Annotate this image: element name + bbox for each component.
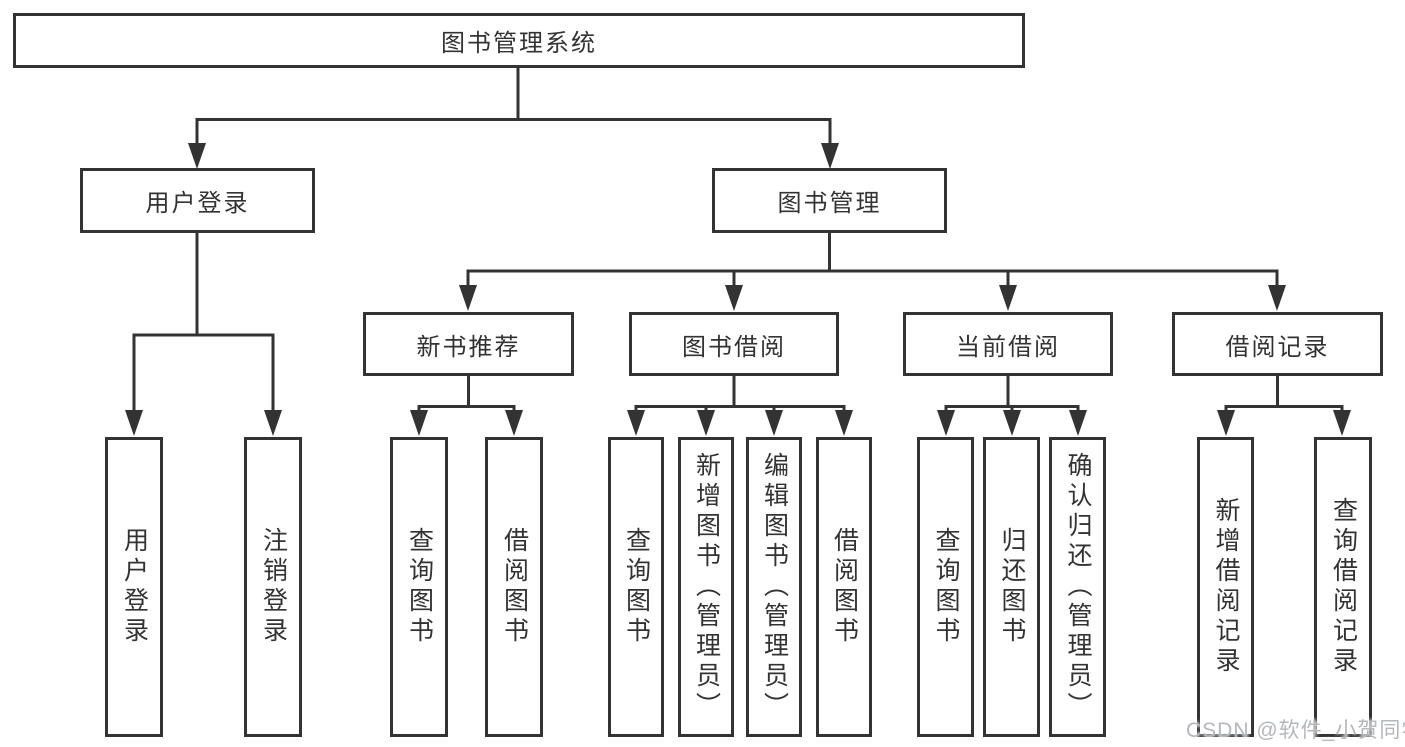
leaf-user-login-label: 用户登录 — [120, 527, 149, 647]
leaf-logout-label: 注销登录 — [259, 527, 288, 647]
leaf-query-borrow-record-label: 查询借阅记录 — [1329, 497, 1358, 677]
leaf-borrow-books-label: 借阅图书 — [830, 527, 859, 647]
leaf-query-books-recommend: 查询图书 — [390, 437, 448, 737]
leaf-query-borrow-record: 查询借阅记录 — [1314, 437, 1372, 737]
leaf-confirm-return-admin-label: 确认归还（管理员） — [1064, 452, 1092, 722]
leaf-borrow-books-recommend-label: 借阅图书 — [500, 527, 529, 647]
node-borrow-records: 借阅记录 — [1172, 312, 1383, 376]
leaf-logout: 注销登录 — [244, 437, 302, 737]
leaf-return-books-label: 归还图书 — [998, 527, 1026, 647]
node-book-borrow: 图书借阅 — [629, 312, 839, 376]
leaf-borrow-books: 借阅图书 — [816, 437, 872, 737]
connector-userlogin-to-leaves — [125, 231, 282, 436]
connector-root-to-level2 — [188, 66, 839, 169]
leaf-edit-books-admin: 编辑图书（管理员） — [746, 437, 802, 737]
leaf-confirm-return-admin: 确认归还（管理员） — [1049, 437, 1106, 737]
csdn-watermark: CSDN @软件_小贺同学 — [1186, 719, 1405, 742]
node-new-book-recommend: 新书推荐 — [363, 312, 574, 376]
leaf-edit-books-admin-label: 编辑图书（管理员） — [760, 452, 789, 722]
leaf-add-books-admin: 新增图书（管理员） — [678, 437, 734, 737]
node-user-login: 用户登录 — [80, 168, 315, 233]
connector-bookmgmt-to-level3 — [459, 231, 1286, 311]
leaf-add-borrow-record-label: 新增借阅记录 — [1212, 497, 1240, 677]
connector-currentborrow-to-leaves — [937, 374, 1087, 436]
leaf-query-books-recommend-label: 查询图书 — [405, 527, 434, 647]
leaf-return-books: 归还图书 — [983, 437, 1040, 737]
node-book-management: 图书管理 — [712, 168, 947, 233]
connector-newbook-to-leaves — [410, 374, 523, 436]
leaf-add-books-admin-label: 新增图书（管理员） — [692, 452, 721, 722]
leaf-query-books-borrow: 查询图书 — [608, 437, 664, 737]
connector-borrowrecords-to-leaves — [1217, 374, 1351, 436]
connector-bookborrow-to-leaves — [627, 374, 853, 436]
node-library-system: 图书管理系统 — [13, 13, 1025, 68]
leaf-query-books-borrow-label: 查询图书 — [622, 527, 651, 647]
leaf-user-login: 用户登录 — [105, 437, 163, 737]
leaf-borrow-books-recommend: 借阅图书 — [485, 437, 543, 737]
leaf-query-books-current: 查询图书 — [917, 437, 974, 737]
node-current-borrow: 当前借阅 — [903, 312, 1113, 376]
leaf-add-borrow-record: 新增借阅记录 — [1197, 437, 1254, 737]
leaf-query-books-current-label: 查询图书 — [932, 527, 960, 647]
